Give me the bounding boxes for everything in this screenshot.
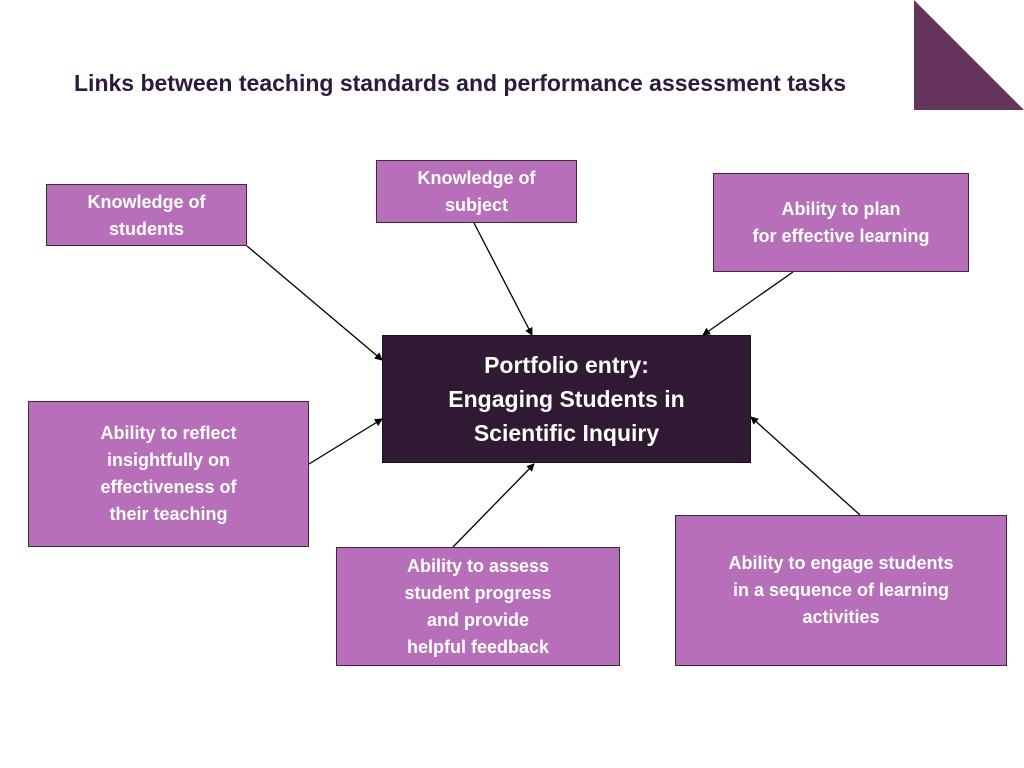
standard-box-knowledge-of-subject: Knowledge of subject bbox=[376, 160, 577, 223]
corner-triangle-decoration bbox=[914, 0, 1024, 110]
portfolio-entry-box: Portfolio entry: Engaging Students in Sc… bbox=[382, 335, 751, 463]
corner-triangle bbox=[914, 0, 1024, 110]
standard-box-knowledge-of-students: Knowledge of students bbox=[46, 184, 247, 246]
arrow-engage-to-center bbox=[750, 416, 861, 516]
arrow-subject-to-center bbox=[473, 222, 533, 336]
arrow-assess-to-center bbox=[452, 463, 535, 548]
standard-box-ability-to-plan: Ability to plan for effective learning bbox=[713, 173, 969, 272]
arrow-reflect-to-center bbox=[308, 418, 383, 465]
standard-box-ability-to-assess: Ability to assess student progress and p… bbox=[336, 547, 620, 666]
standard-box-ability-to-reflect: Ability to reflect insightfully on effec… bbox=[28, 401, 309, 547]
arrow-plan-to-center bbox=[702, 271, 794, 336]
arrow-students-to-center bbox=[246, 245, 383, 361]
standard-box-ability-to-engage: Ability to engage students in a sequence… bbox=[675, 515, 1007, 666]
slide-title: Links between teaching standards and per… bbox=[74, 70, 847, 96]
